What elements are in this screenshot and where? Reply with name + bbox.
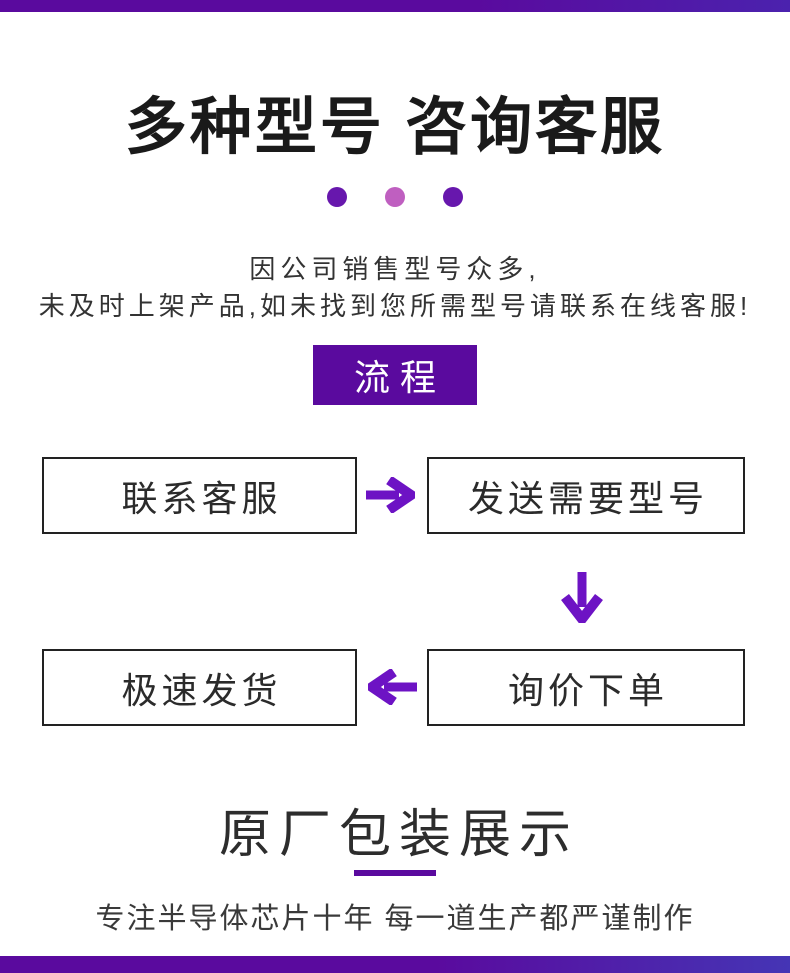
title-underline bbox=[354, 870, 436, 876]
process-step-send-model: 发送需要型号 bbox=[427, 457, 745, 534]
arrow-right-icon bbox=[365, 475, 420, 518]
process-step-contact-service: 联系客服 bbox=[42, 457, 357, 534]
dot-icon bbox=[385, 187, 405, 207]
intro-line-2: 未及时上架产品,如未找到您所需型号请联系在线客服! bbox=[38, 291, 752, 321]
dot-icon bbox=[443, 187, 463, 207]
dot-icon bbox=[327, 187, 347, 207]
packaging-title: 原厂包装展示 bbox=[218, 806, 579, 864]
top-divider-bar bbox=[0, 0, 790, 12]
dots-decoration bbox=[0, 187, 790, 207]
process-badge: 流程 bbox=[313, 345, 477, 405]
packaging-slogan: 专注半导体芯片十年 每一道生产都严谨制作 bbox=[95, 903, 695, 935]
bottom-divider-bar bbox=[0, 956, 790, 973]
intro-line-1: 因公司销售型号众多, bbox=[249, 254, 541, 284]
process-step-fast-shipping: 极速发货 bbox=[42, 649, 357, 726]
arrow-left-icon bbox=[363, 667, 418, 710]
process-step-inquiry-order: 询价下单 bbox=[427, 649, 745, 726]
arrow-down-icon bbox=[560, 571, 604, 628]
section-title: 多种型号 咨询客服 bbox=[124, 93, 666, 162]
